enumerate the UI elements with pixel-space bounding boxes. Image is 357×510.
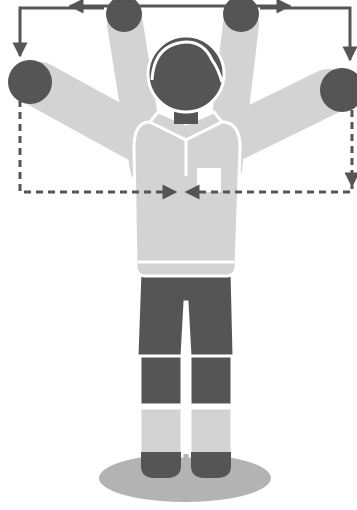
left-shoe — [141, 452, 181, 478]
right-shin — [190, 355, 232, 405]
head — [148, 36, 224, 112]
right-shoe — [191, 452, 231, 478]
left-hand-horizontal — [8, 60, 52, 104]
ground-shadow — [99, 454, 271, 502]
shorts — [137, 272, 234, 356]
top-right-arrow — [260, 8, 350, 60]
left-sock — [140, 408, 182, 456]
right-sock — [190, 408, 232, 456]
left-shin — [140, 355, 182, 405]
chest-pocket — [197, 168, 221, 192]
top-left-arrow — [20, 8, 104, 56]
